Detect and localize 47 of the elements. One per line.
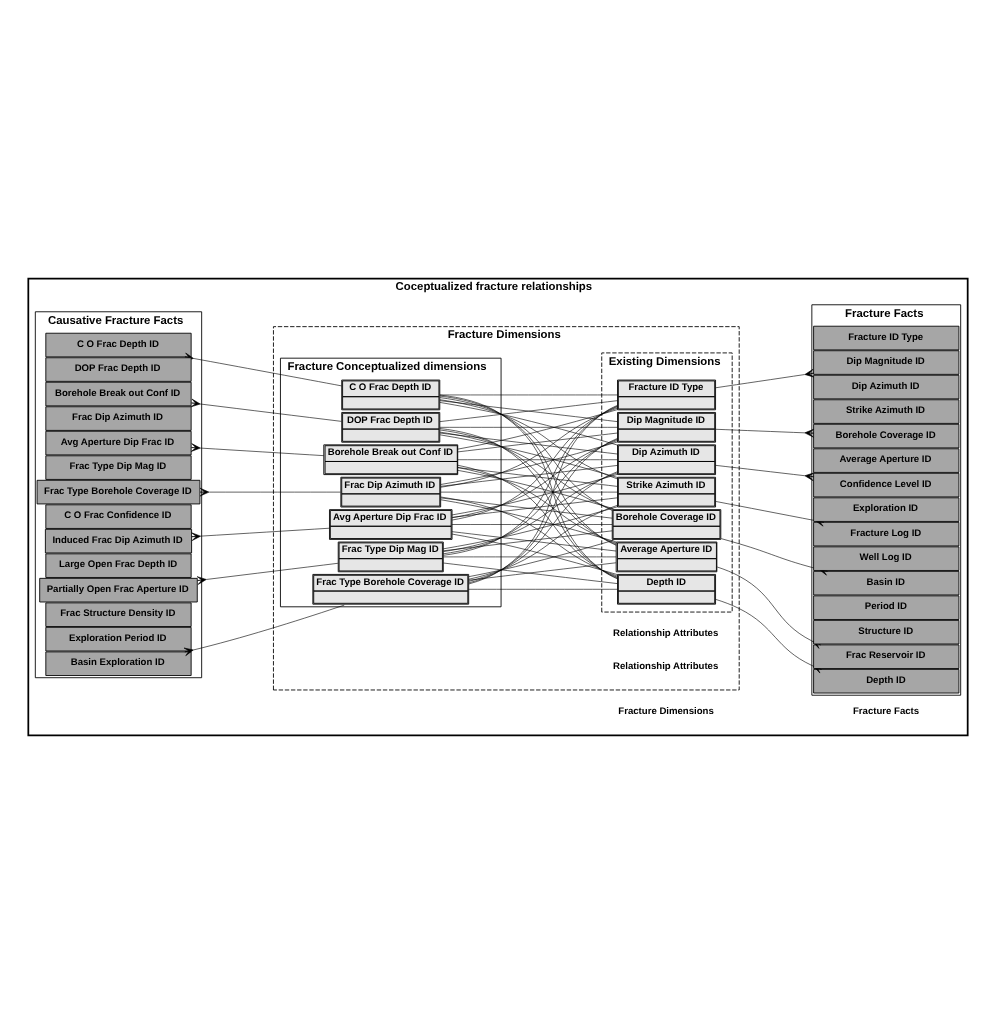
connector bbox=[439, 427, 618, 428]
connector bbox=[443, 506, 618, 550]
connector bbox=[457, 467, 617, 544]
connector bbox=[191, 527, 330, 541]
connector bbox=[468, 562, 617, 581]
connector bbox=[715, 428, 814, 438]
connector bbox=[439, 431, 613, 510]
connector bbox=[451, 524, 613, 525]
connector bbox=[190, 443, 325, 456]
connector bbox=[439, 402, 618, 446]
connector bbox=[439, 400, 618, 422]
connector bbox=[439, 434, 618, 478]
connector bbox=[199, 487, 341, 497]
connector bbox=[439, 394, 618, 580]
connector bbox=[440, 499, 617, 543]
connector bbox=[443, 556, 617, 558]
connector bbox=[468, 589, 618, 590]
connector bbox=[468, 540, 614, 577]
connector bbox=[439, 432, 618, 455]
connector bbox=[457, 409, 618, 450]
connector bbox=[457, 467, 618, 487]
connector bbox=[468, 405, 618, 585]
connector bbox=[439, 397, 613, 511]
connector bbox=[715, 369, 815, 389]
connector bbox=[451, 440, 618, 519]
connector bbox=[190, 398, 342, 422]
connector bbox=[457, 470, 614, 509]
connector bbox=[439, 394, 618, 396]
connector bbox=[451, 474, 618, 516]
connector bbox=[457, 432, 618, 453]
connector bbox=[440, 491, 618, 493]
connector bbox=[443, 562, 618, 584]
connector bbox=[468, 505, 618, 580]
connector bbox=[440, 441, 618, 485]
connector bbox=[440, 465, 618, 487]
connector bbox=[457, 459, 618, 461]
connector bbox=[468, 471, 618, 582]
connector bbox=[443, 472, 618, 552]
connector bbox=[715, 465, 815, 481]
connector bbox=[196, 563, 339, 585]
connector bbox=[183, 604, 345, 656]
connector bbox=[452, 406, 618, 521]
connector bbox=[440, 496, 618, 577]
connector bbox=[439, 428, 618, 579]
connector bbox=[451, 533, 618, 575]
connector bbox=[457, 464, 618, 578]
connector bbox=[468, 438, 618, 584]
